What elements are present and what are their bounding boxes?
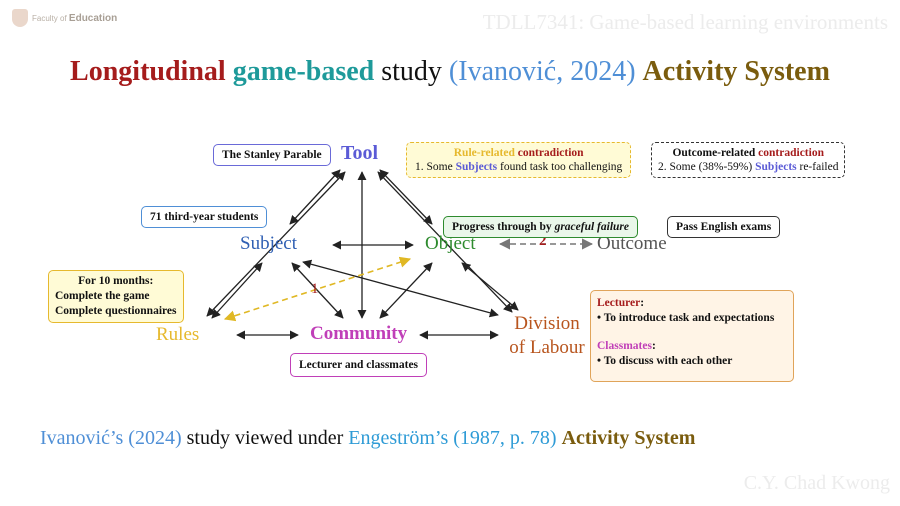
slide-caption: Ivanović’s (2024) study viewed under Eng… [40,427,695,450]
object-note-emphasis: graceful failure [554,221,629,233]
contradiction-2-heading-a: Outcome-related [672,147,756,159]
title-part-3: study [381,56,442,87]
caption-part-4: Activity System [561,427,696,449]
logo-text: Faculty of Education [32,12,118,24]
node-outcome: Outcome [597,233,667,254]
contradiction-1-heading-b: contradiction [517,147,584,159]
division-classmates-item: • To discuss with each other [597,355,733,367]
title-part-1: Longitudinal [70,56,226,87]
outcome-note-box: Pass English exams [667,216,781,238]
contradiction-2-heading: Outcome-related contradiction [658,146,838,160]
contradiction-2-heading-b: contradiction [758,147,824,159]
rules-note-line-3: Complete questionnaires [55,305,177,317]
node-tool: Tool [341,142,379,164]
rules-note-line-1: For 10 months: [78,275,154,287]
arrow-tool-object [379,169,433,225]
contradiction-2-subjects: Subjects [755,161,797,173]
node-object: Object [425,233,476,254]
node-division-of-labour: Division of Labour [504,312,590,360]
caption-part-3: Engeström’s (1987, p. 78) [348,427,557,449]
title-part-2: game-based [232,56,375,87]
node-subject: Subject [240,233,297,254]
contradiction-1-heading-a: Rule-related [453,147,515,159]
contradiction-1-subjects: Subjects [455,161,498,173]
faculty-logo: Faculty of Education [12,9,117,27]
division-lecturer-heading: Lecturer: [597,297,645,309]
division-line-1: Division [514,313,580,334]
contradiction-2-label: 2 [539,233,547,249]
node-rules: Rules [156,324,200,345]
division-note-box: Lecturer: • To introduce task and expect… [590,290,794,382]
slide-title: Longitudinal game-based study (Ivanović,… [0,56,900,88]
community-note-box: Lecturer and classmates [290,353,428,377]
rules-note-line-2: Complete the game [55,290,150,302]
logo-name: Education [68,12,118,24]
division-classmates-heading: Classmates: [597,340,656,352]
object-note-prefix: Progress through by [452,221,555,233]
division-line-2: of Labour [509,337,585,358]
title-part-4: (Ivanović, 2024) [448,56,636,87]
contradiction-1-label: 1 [311,281,319,297]
arrow-object-division [461,262,519,311]
tool-note-box: The Stanley Parable [213,144,331,166]
arrow-tool-subject [289,169,341,225]
contradiction-1-text: 1. Some Subjects found task too challeng… [415,161,623,173]
object-note-box: Progress through by graceful failure [443,216,638,238]
course-title: TDLL7341: Game-based learning environmen… [482,10,888,34]
contradiction-1-heading: Rule-related contradiction [415,146,622,160]
caption-part-1: Ivanović’s (2024) [40,427,182,449]
caption-part-2: study viewed under [186,427,344,449]
university-crest-icon [12,9,28,27]
arrow-object-community [379,262,433,319]
contradiction-1-arrow [223,256,412,322]
contradiction-2-box: Outcome-related contradiction 2. Some (3… [651,142,846,178]
subject-note-box: 71 third-year students [141,206,268,228]
title-part-5: Activity System [642,56,830,87]
author-watermark: C.Y. Chad Kwong [743,472,890,494]
contradiction-1-box: Rule-related contradiction 1. Some Subje… [406,142,632,178]
node-community: Community [310,323,408,344]
rules-note-box: For 10 months: Complete the game Complet… [48,270,184,323]
division-lecturer-item: • To introduce task and expectations [597,312,775,324]
contradiction-2-text: 2. Some (38%-59%) Subjects re-failed [658,161,839,173]
